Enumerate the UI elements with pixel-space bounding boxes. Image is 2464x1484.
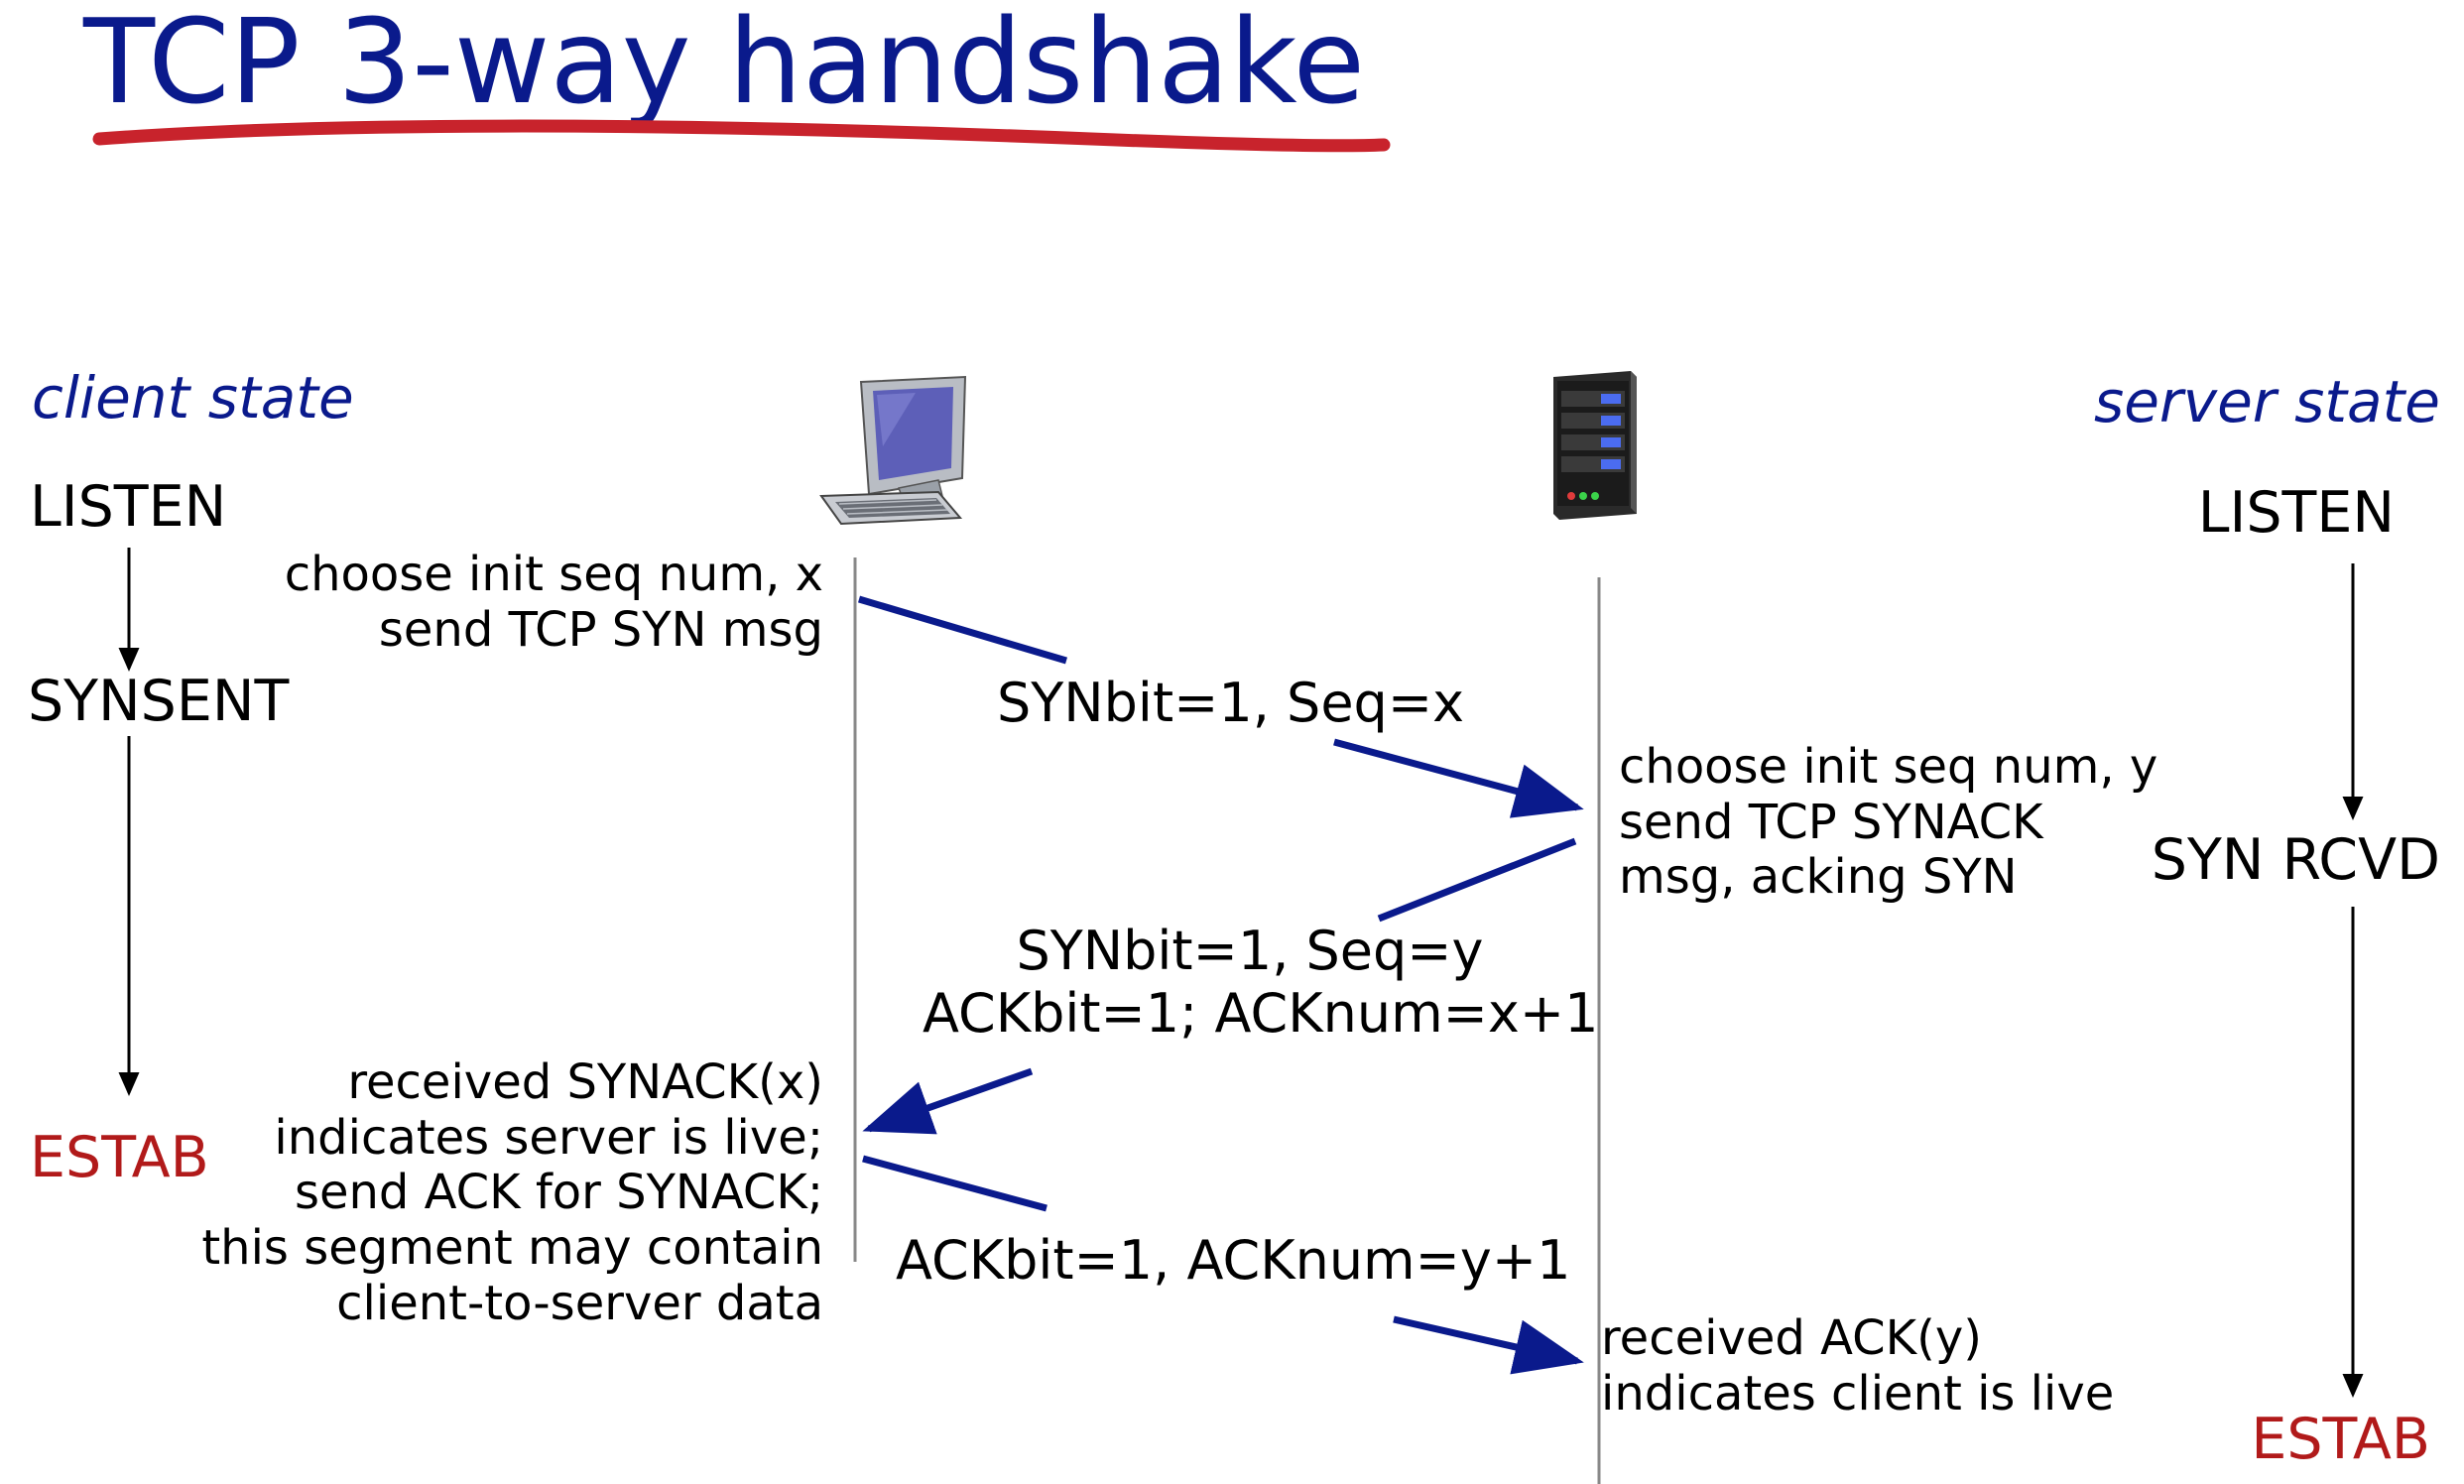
synack-segment-arrow <box>862 837 1577 1135</box>
synack-segment-label: SYNbit=1, Seq=y ACKbit=1; ACKnum=x+1 <box>923 920 1599 1045</box>
syn-segment-arrow <box>858 595 1584 818</box>
note-line: indicates server is live; <box>274 1109 823 1166</box>
note-line: choose init seq num, x <box>284 547 823 602</box>
server-init-note: choose init seq num, y send TCP SYNACK m… <box>1619 739 2158 906</box>
note-line: send ACK for SYNACK; <box>294 1165 823 1221</box>
client-state-synsent: SYNSENT <box>28 669 290 734</box>
note-line: received SYNACK(x) <box>347 1054 823 1110</box>
client-received-note: received SYNACK(x) indicates server is l… <box>201 1054 823 1331</box>
note-line: choose init seq num, y <box>1619 739 2158 795</box>
ack-segment-label: ACKbit=1, ACKnum=y+1 <box>896 1229 1571 1292</box>
segment-line: SYNbit=1, Seq=y <box>1016 920 1484 982</box>
note-line: send TCP SYNACK <box>1619 794 2043 850</box>
client-init-note: choose init seq num, x send TCP SYN msg <box>284 547 823 658</box>
segment-line: ACKbit=1; ACKnum=x+1 <box>923 981 1599 1045</box>
ack-segment-arrow <box>862 1155 1584 1375</box>
server-tower-icon <box>1553 371 1637 520</box>
title-underline <box>92 119 1391 153</box>
slide-title: TCP 3-way handshake <box>83 0 1366 130</box>
server-state-heading: server state <box>2094 368 2440 435</box>
server-received-note: received ACK(y) indicates client is live <box>1601 1310 2115 1422</box>
client-state-listen: LISTEN <box>30 474 227 540</box>
client-state-heading: client state <box>32 364 354 432</box>
server-state-listen: LISTEN <box>2197 480 2395 546</box>
note-line: send TCP SYN msg <box>378 601 823 658</box>
note-line: client-to-server data <box>336 1275 823 1331</box>
note-line: indicates client is live <box>1601 1365 2115 1422</box>
server-state-estab: ESTAB <box>2251 1407 2430 1472</box>
note-line: this segment may contain <box>201 1220 823 1277</box>
client-state-estab: ESTAB <box>30 1125 209 1190</box>
note-line: received ACK(y) <box>1601 1310 1982 1366</box>
note-line: msg, acking SYN <box>1619 849 2018 906</box>
desktop-computer-icon <box>819 375 967 526</box>
syn-segment-label: SYNbit=1, Seq=x <box>997 672 1465 734</box>
server-state-synrcvd: SYN RCVD <box>2151 827 2440 893</box>
